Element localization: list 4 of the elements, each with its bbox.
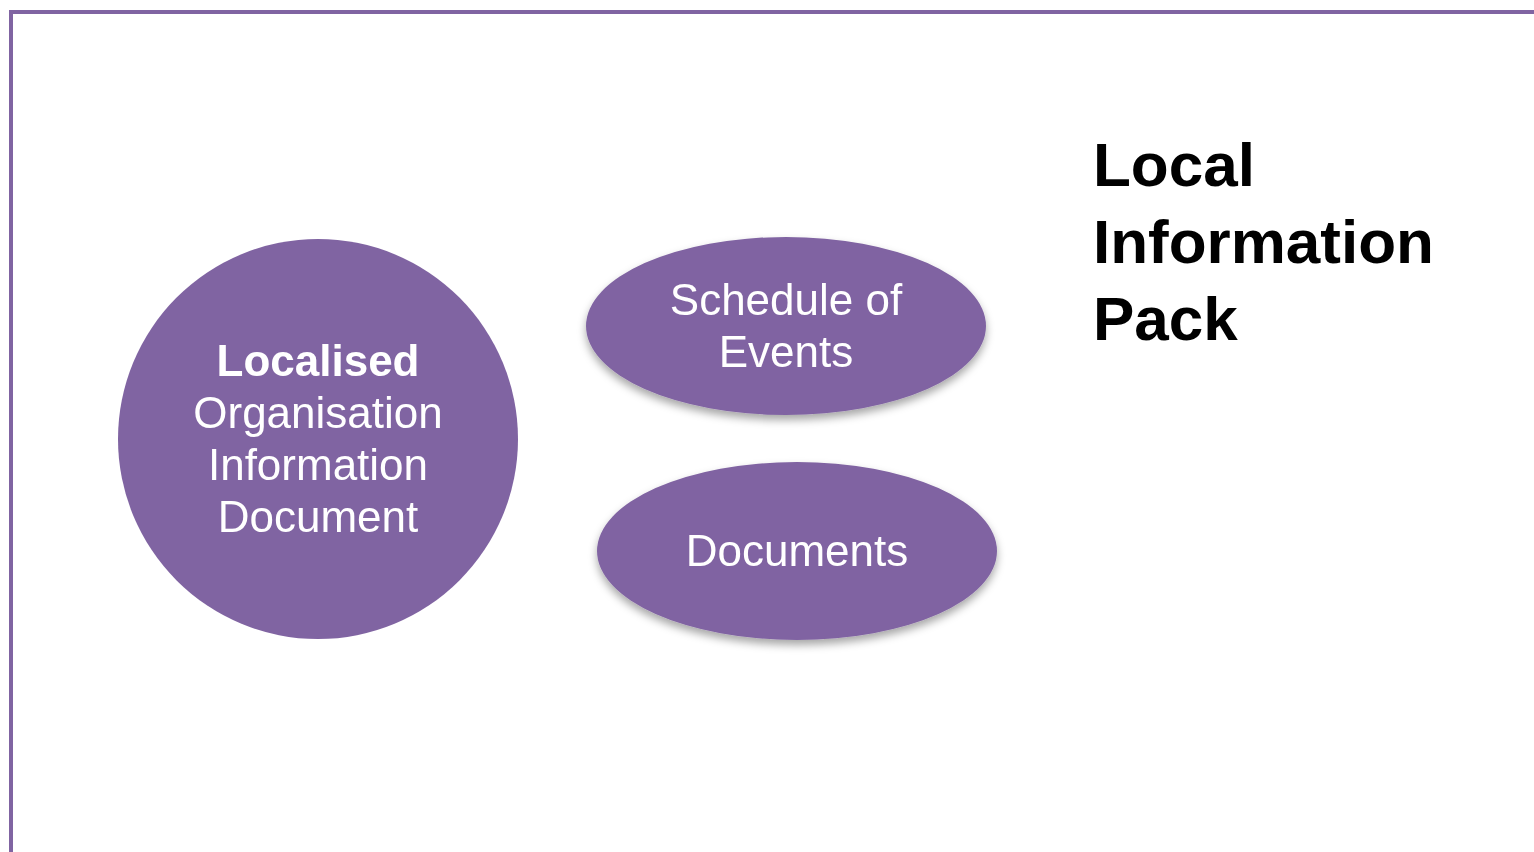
title: Local Information Pack <box>1093 129 1435 355</box>
node-label: Schedule of Events <box>668 274 904 378</box>
node-label: Documents <box>684 525 910 577</box>
node-label: Localised Organisation Information Document <box>192 335 444 543</box>
